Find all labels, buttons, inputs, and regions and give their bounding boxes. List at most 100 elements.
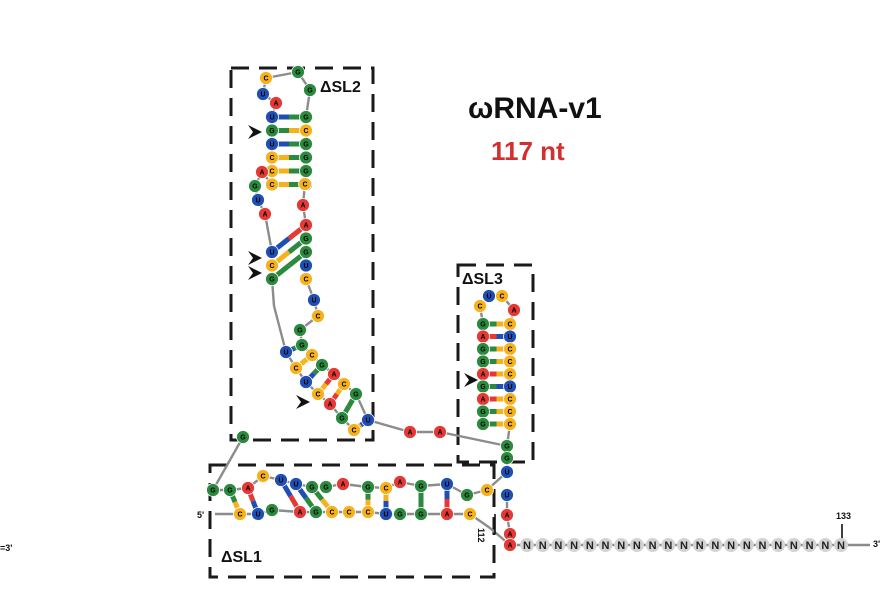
sl3-nucleotide: G	[476, 417, 490, 431]
sl3-nucleotide: C	[503, 417, 517, 431]
nucleotide-dot	[265, 137, 279, 151]
nucleotide-dot	[708, 538, 723, 552]
cleavage-arrows	[248, 125, 478, 409]
sl1-nucleotide: C	[463, 507, 477, 521]
cleavage-arrow-icon	[248, 125, 262, 139]
sl3-nucleotide: U	[503, 379, 517, 394]
nucleotide-letter: G	[480, 409, 486, 416]
tail-nucleotide: N	[834, 538, 848, 552]
nucleotide-letter: G	[480, 422, 486, 429]
nucleotide-dot	[256, 469, 270, 483]
tail-nucleotide: N	[802, 538, 817, 552]
sl1-nucleotide: G	[361, 480, 375, 494]
nucleotide-dot	[336, 477, 350, 491]
five-prime-label: 5'	[197, 510, 204, 520]
nucleotide-letter: U	[255, 512, 260, 519]
nucleotide-letter: G	[397, 512, 403, 519]
nucleotide-letter: N	[539, 540, 547, 552]
sl2-nucleotide: G	[349, 387, 363, 401]
nucleotide-dot	[440, 507, 454, 521]
tail-nucleotide: N	[629, 538, 644, 552]
nucleotide-dot	[629, 538, 644, 552]
nucleotide-letter: C	[315, 314, 320, 321]
nucleotide-dot	[299, 258, 313, 273]
nucleotide-dot	[206, 483, 220, 497]
nucleotide-letter: G	[319, 363, 325, 370]
nucleotide-letter: G	[480, 384, 486, 391]
sl3-box	[456, 263, 535, 464]
sl1-nucleotide: U	[500, 488, 514, 502]
sl2-nucleotide: C	[347, 423, 361, 437]
nucleotide-letter: C	[507, 372, 512, 379]
sl3-loop-nucleotide: C	[495, 289, 509, 303]
nucleotide-letter: G	[303, 115, 309, 122]
sl1-nucleotide: G	[223, 483, 237, 497]
nucleotide-dot	[786, 538, 801, 552]
nucleotide-dot	[289, 361, 303, 375]
nucleotide-dot	[295, 338, 309, 352]
nucleotide-letter: C	[293, 366, 298, 373]
sl2-nucleotide: U	[361, 413, 375, 427]
nucleotide-dot	[503, 417, 517, 431]
nucleotide-dot	[265, 123, 279, 138]
sl2-nucleotide: U	[265, 245, 279, 259]
nucleotide-dot	[311, 387, 325, 401]
nucleotide-letter: A	[480, 372, 485, 379]
nucleotide-letter: N	[696, 540, 704, 552]
nucleotide-letter: A	[259, 170, 264, 177]
nucleotide-letter: A	[397, 480, 402, 487]
nucleotide-dot	[500, 465, 514, 479]
nucleotide-letter: N	[759, 540, 767, 552]
tail-nucleotide: N	[692, 538, 707, 552]
sl1-nucleotide: G	[414, 479, 428, 493]
nucleotide-letter: N	[664, 540, 672, 552]
nucleotide-dot	[361, 413, 375, 427]
nucleotide-dot	[258, 207, 272, 221]
nucleotide-dot	[834, 538, 848, 552]
nucleotide-letter: C	[507, 422, 512, 429]
nucleotide-letter: N	[680, 540, 688, 552]
sl2-nucleotide: C	[305, 348, 319, 362]
nucleotide-dot	[476, 417, 490, 431]
nucleotide-letter: G	[504, 444, 510, 451]
sl1-nucleotide: U	[379, 507, 393, 521]
nucleotide-letter: U	[507, 384, 512, 391]
nucleotide-letter: C	[346, 510, 351, 517]
nucleotide-dot	[661, 538, 676, 552]
nucleotide-dot	[500, 488, 514, 502]
sl1-nucleotide: A	[293, 505, 307, 519]
sl2-nucleotide: G	[299, 245, 313, 259]
tail-nucleotide: N	[598, 538, 613, 552]
nucleotide-dot	[379, 481, 393, 495]
tail-nucleotide: N	[708, 538, 723, 552]
sl3-nucleotide: G	[500, 439, 514, 453]
nucleotide-letter: G	[303, 142, 309, 149]
sl1-nucleotide: C	[480, 483, 494, 497]
sl1-nucleotide: U	[289, 477, 303, 491]
nucleotide-letter: C	[467, 512, 472, 519]
nucleotide-letter: C	[507, 397, 512, 404]
nucleotide-dot	[303, 83, 317, 97]
sl2-nucleotide: G	[265, 272, 279, 286]
nucleotide-dot	[349, 387, 363, 401]
nucleotide-letter: G	[303, 236, 309, 243]
nucleotide-dot	[305, 480, 319, 494]
nucleotide-letter: G	[365, 485, 371, 492]
nucleotide-letter: G	[504, 456, 510, 463]
diagram-labels: ΔSL2 ΔSL3 ΔSL1 5' =3' 3' 133 112	[0, 79, 880, 566]
sl1-nucleotide: U	[274, 473, 288, 487]
tail-nucleotide: N	[551, 538, 566, 552]
nucleotide-dot	[265, 245, 279, 259]
nucleotide-letter: G	[295, 70, 301, 77]
nucleotide-dot	[582, 538, 597, 552]
sl1-nucleotide: C	[379, 481, 393, 495]
nucleotide-letter: G	[313, 510, 319, 517]
sl1-nucleotide: A	[393, 475, 407, 489]
nucleotide-letter: C	[329, 510, 334, 517]
nucleotide-letter: A	[327, 402, 332, 409]
nucleotide-letter: U	[303, 263, 308, 270]
nucleotide-letter: C	[263, 76, 268, 83]
cleavage-arrow-icon	[248, 266, 262, 280]
nucleotide-letter: C	[507, 409, 512, 416]
